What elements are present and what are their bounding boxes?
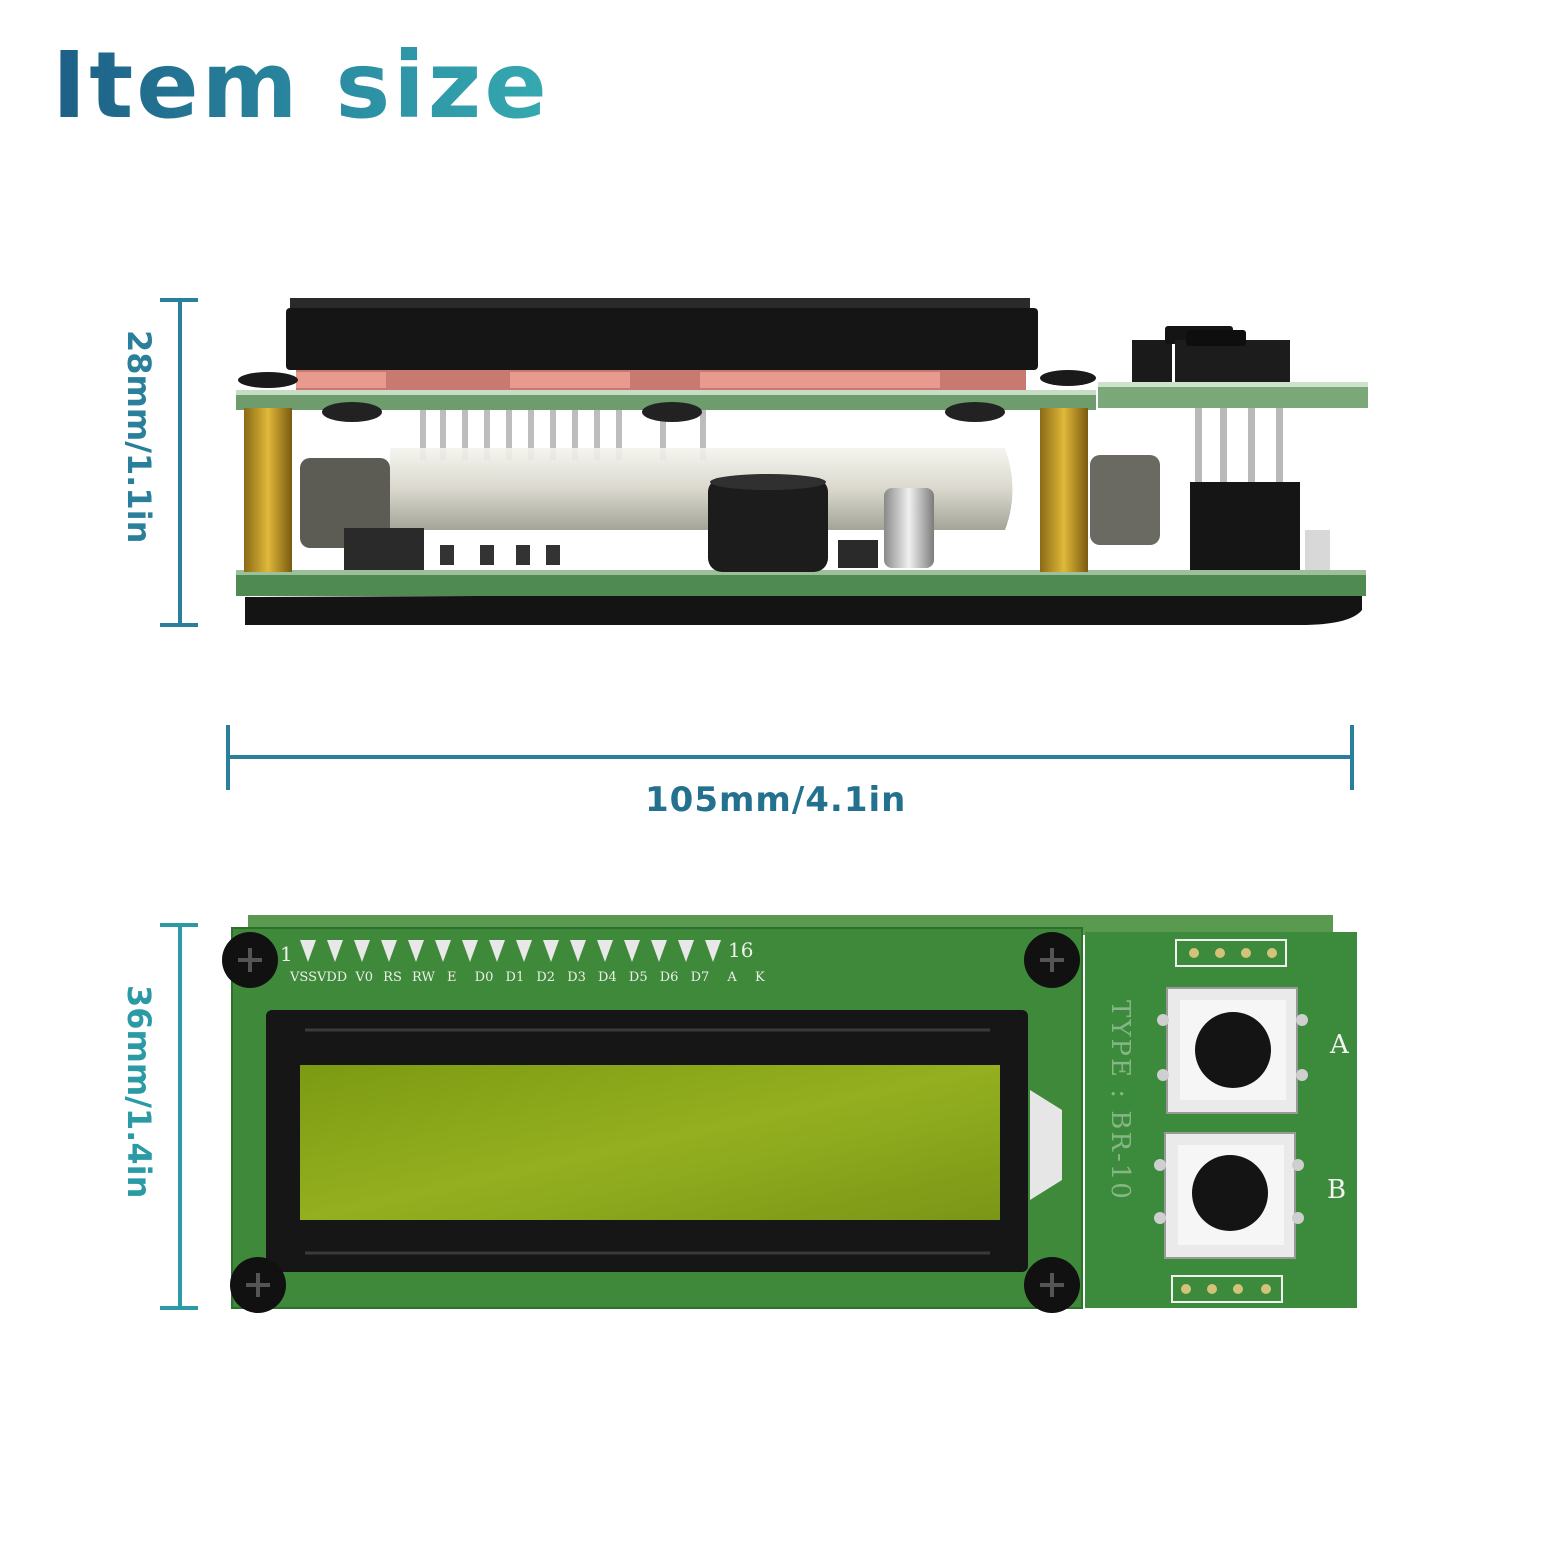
- dimension-line-side-height: [160, 298, 198, 627]
- pin-label: V0: [355, 970, 374, 985]
- pin-label: D4: [598, 970, 617, 985]
- pin-label: D2: [536, 970, 556, 985]
- button-a-label: A: [1330, 1030, 1349, 1060]
- side-height-label: 28mm/1.1in: [120, 330, 158, 544]
- pin-label: D3: [567, 970, 586, 985]
- pin-labels-row: VSSVDD V0 RS RW E D0 D1 D2 D3 D4 D5 D6 D…: [290, 970, 765, 985]
- pin-label: K: [754, 970, 765, 985]
- pin-number-start: 1: [280, 942, 293, 966]
- lcd-pin-pads: [300, 940, 721, 962]
- pin-label: E: [447, 970, 457, 985]
- button-b: [1154, 1132, 1304, 1259]
- pin-label: D0: [474, 970, 494, 985]
- page-title: Item size: [52, 32, 550, 139]
- dimension-line-front-height: [160, 923, 198, 1310]
- pin-label: RW: [412, 970, 435, 985]
- pin-label: D6: [659, 970, 679, 985]
- pin-label: VSSVDD: [290, 970, 348, 985]
- front-height-label: 36mm/1.4in: [120, 985, 158, 1199]
- pin-label: D5: [628, 970, 648, 985]
- pin-label: A: [727, 970, 737, 985]
- button-a: [1157, 987, 1308, 1114]
- type-label: TYPE : BR-10: [1105, 1000, 1135, 1201]
- dimension-line-length: [226, 725, 1354, 790]
- button-b-label: B: [1327, 1175, 1347, 1205]
- front-view-module: [222, 915, 1357, 1313]
- pin-label: D1: [505, 970, 525, 985]
- length-label: 105mm/4.1in: [645, 780, 907, 820]
- pin-label: D7: [690, 970, 710, 985]
- pin-label: RS: [383, 970, 402, 985]
- side-view-module: [236, 298, 1368, 625]
- pin-number-end: 16: [728, 938, 754, 962]
